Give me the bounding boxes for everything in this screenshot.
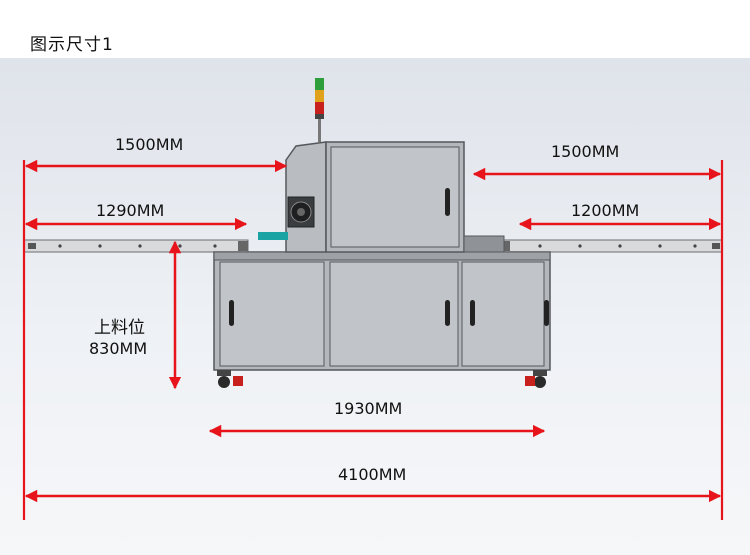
conveyor-rail-right bbox=[499, 239, 723, 253]
dim-label-conveyor-left: 1290MM bbox=[96, 201, 165, 220]
dim-label-top-right: 1500MM bbox=[551, 142, 620, 161]
conveyor-rail-left bbox=[23, 239, 249, 253]
dim-label-total-length: 4100MM bbox=[338, 465, 407, 484]
extension-lines bbox=[22, 160, 724, 520]
dim-label-machine-width: 1930MM bbox=[334, 399, 403, 418]
dim-label-conveyor-right: 1200MM bbox=[571, 201, 640, 220]
machine-upper-housing bbox=[258, 141, 505, 253]
machine-lower-cabinet bbox=[213, 251, 551, 371]
diagram-title: 图示尺寸1 bbox=[30, 35, 114, 55]
caster-wheels bbox=[217, 370, 547, 388]
dim-label-top-left: 1500MM bbox=[115, 135, 184, 154]
dim-label-loading-position: 上料位 bbox=[94, 318, 145, 338]
signal-light-tower bbox=[315, 78, 324, 142]
dim-label-loading-height: 830MM bbox=[89, 339, 148, 358]
